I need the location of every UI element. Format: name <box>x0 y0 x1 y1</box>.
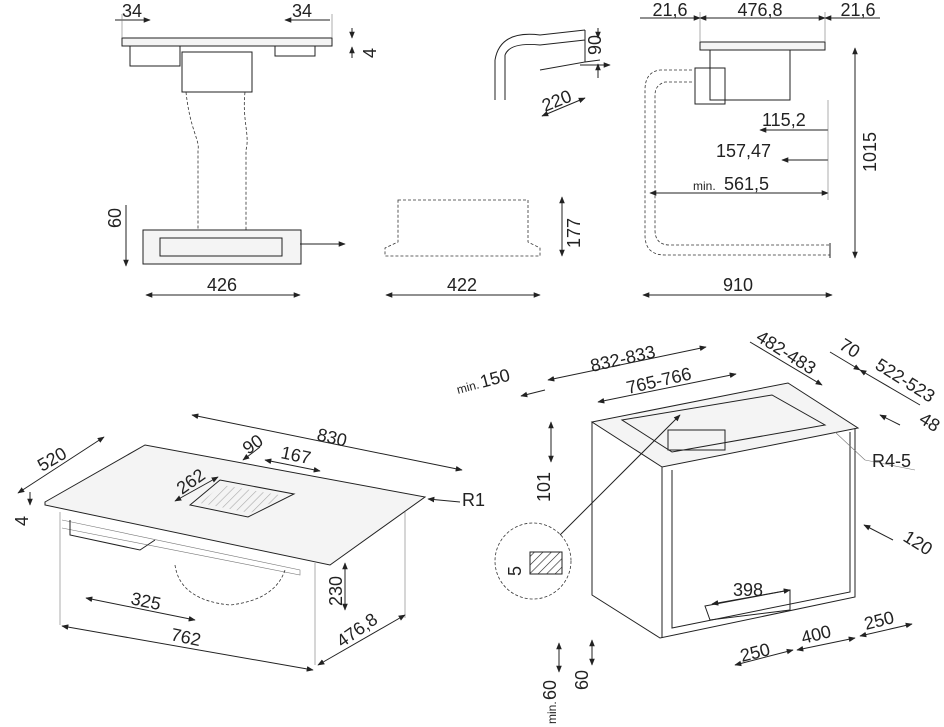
fan-housing <box>174 564 286 606</box>
dim-rebate-detail: 5 <box>505 566 525 576</box>
dim-rear-lip: 48 <box>916 408 944 436</box>
hob-isometric: 520 830 90 167 262 R1 4 325 762 230 476,… <box>12 413 485 672</box>
dim-depth: 910 <box>723 275 753 295</box>
duct <box>185 91 248 230</box>
dim-glass-thickness: 4 <box>360 48 380 58</box>
min-label: min. <box>693 179 716 193</box>
dim-side-left: 21,6 <box>652 0 687 20</box>
min-label-front: min. <box>455 378 481 397</box>
dim-min-front: 150 <box>478 365 512 392</box>
dim-offset-a: 115,2 <box>762 110 806 130</box>
dim-body-depth: 476,8 <box>333 609 381 651</box>
dim-thickness: 4 <box>12 516 32 526</box>
duct-elbow <box>494 29 601 100</box>
dim-overhang-left: 34 <box>122 1 142 21</box>
dim-offset-min: 561,5 <box>724 174 769 194</box>
plinth-box <box>142 229 302 265</box>
dim-cutout-outer: 832-833 <box>588 342 657 376</box>
dim-base-width: 426 <box>207 275 237 295</box>
dim-hob-depth: 520 <box>34 443 70 475</box>
dim-vent-depth: 90 <box>239 430 267 458</box>
dim-plinth-left: 250 <box>738 639 772 666</box>
dim-plinth-width: 422 <box>447 275 477 295</box>
dim-offset-b: 157,47 <box>716 141 771 161</box>
hob-glass <box>121 37 333 47</box>
dim-rebate-depth: 101 <box>534 472 554 502</box>
dim-overhang-right: 34 <box>292 1 312 21</box>
dim-elbow-height: 90 <box>585 35 605 55</box>
dim-plinth-height: 60 <box>572 670 592 690</box>
dim-body-height: 230 <box>326 576 346 606</box>
dim-back-gap: 120 <box>900 526 936 559</box>
fan-unit <box>181 51 253 93</box>
dim-base-height: 60 <box>105 208 125 228</box>
dim-cutout-inner: 765-766 <box>624 364 693 398</box>
dim-plinth-min: 60 <box>540 680 560 700</box>
dim-depth-outer: 482-483 <box>753 326 820 378</box>
min-label-plinth: min. <box>545 701 559 724</box>
dim-radius: R1 <box>462 490 485 510</box>
dim-elbow-width: 220 <box>539 86 574 116</box>
dim-body-width: 762 <box>169 624 203 650</box>
front-view: 34 34 4 60 426 <box>105 1 380 298</box>
hob-glass-side <box>699 41 826 51</box>
dim-motor-offset: 325 <box>129 588 163 614</box>
plinth-unit <box>384 199 541 257</box>
detail-circle <box>494 522 572 600</box>
dim-height: 1015 <box>860 132 880 172</box>
hob-module-left <box>129 45 181 67</box>
dim-depth-total: 522-523 <box>872 354 939 406</box>
dim-width: 476,8 <box>737 0 782 20</box>
dim-hob-width: 830 <box>315 424 349 450</box>
side-view: 21,6 476,8 21,6 115,2 157,47 min. 561,5 … <box>640 0 880 298</box>
dim-corner-radius: R4-5 <box>872 451 911 471</box>
cabinet-isometric: min. 150 832-833 765-766 482-483 70 522-… <box>455 326 943 724</box>
duct-path <box>644 69 830 256</box>
dim-plinth-right: 250 <box>862 607 896 634</box>
dim-opening-width: 398 <box>733 580 763 600</box>
dim-side-right: 21,6 <box>840 0 875 20</box>
accessory-view: 90 220 177 422 <box>384 28 611 298</box>
dim-plinth-height: 177 <box>564 218 584 248</box>
